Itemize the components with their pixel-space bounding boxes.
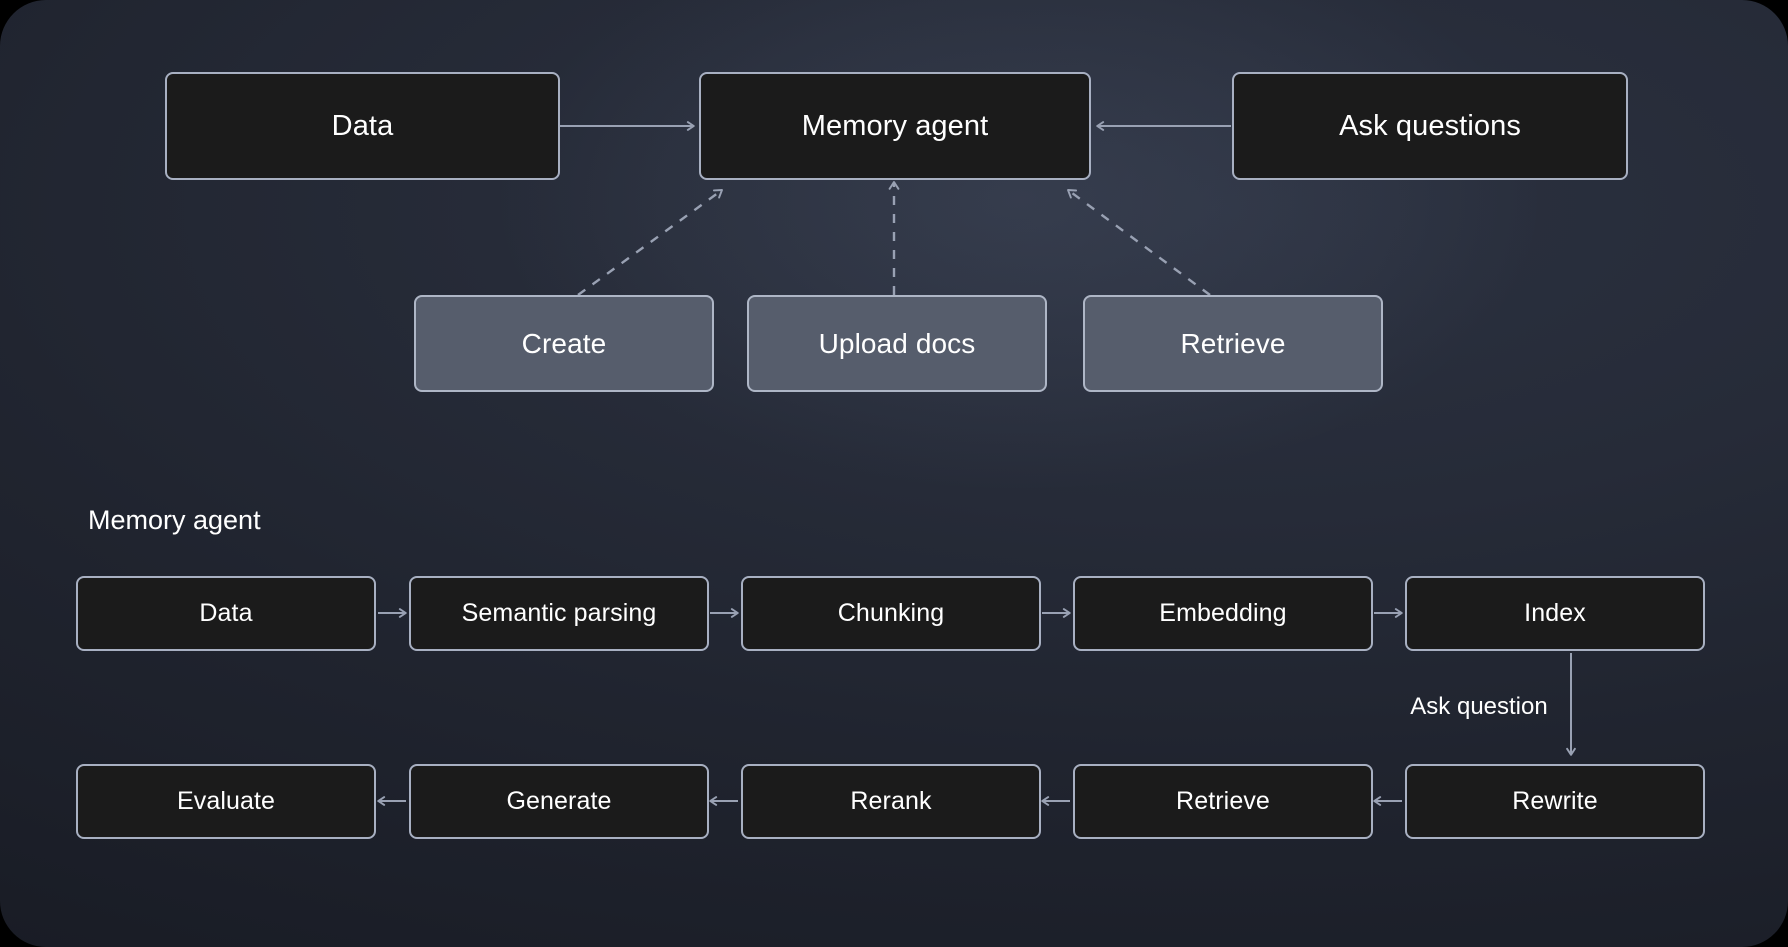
edge-retrieve-to-memory-agent [1067,189,1211,296]
node-pipeline-retrieve[interactable]: Retrieve [1073,764,1373,839]
edge-label-ask-question: Ask question [1410,693,1548,720]
node-pipeline-data[interactable]: Data [76,576,376,651]
node-upload-docs[interactable]: Upload docs [747,295,1047,392]
node-create[interactable]: Create [414,295,714,392]
node-retrieve[interactable]: Retrieve [1083,295,1383,392]
node-pipeline-rewrite[interactable]: Rewrite [1405,764,1705,839]
node-data[interactable]: Data [165,72,560,180]
node-pipeline-semantic-parsing[interactable]: Semantic parsing [409,576,709,651]
node-ask-questions[interactable]: Ask questions [1232,72,1628,180]
node-memory-agent[interactable]: Memory agent [699,72,1091,180]
node-pipeline-generate[interactable]: Generate [409,764,709,839]
node-pipeline-evaluate[interactable]: Evaluate [76,764,376,839]
node-pipeline-embedding[interactable]: Embedding [1073,576,1373,651]
pipeline-section-heading: Memory agent [88,505,261,535]
node-pipeline-chunking[interactable]: Chunking [741,576,1041,651]
edge-create-to-memory-agent [577,189,723,296]
node-pipeline-index[interactable]: Index [1405,576,1705,651]
node-pipeline-rerank[interactable]: Rerank [741,764,1041,839]
